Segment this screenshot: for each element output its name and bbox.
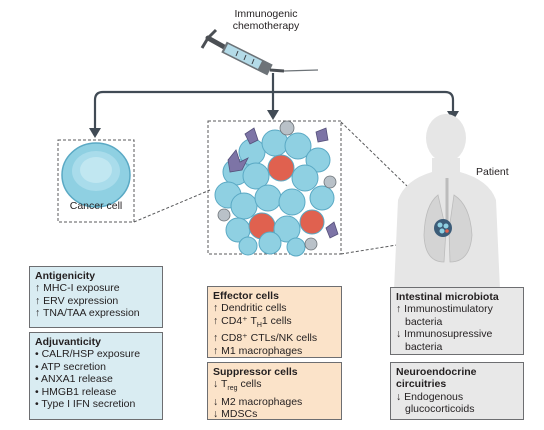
suppressor-item-treg: ↓ Treg cells bbox=[213, 378, 341, 396]
neuroendocrine-box: Neuroendocrine circuitries ↓ Endogenous … bbox=[390, 362, 524, 420]
microbiota-item-continued: bacteria bbox=[405, 340, 443, 353]
suppressor-item: ↓ MDSCs bbox=[213, 408, 258, 421]
cancer-cell-label: Cancer cell bbox=[69, 200, 123, 212]
effector-item-cd4: ↑ CD4⁺ TH1 cells bbox=[213, 315, 341, 333]
cancer-cell-illustration bbox=[57, 139, 135, 223]
title-line-1: Immunogenic bbox=[234, 8, 298, 20]
treg-prefix: ↓ T bbox=[213, 378, 228, 391]
suppressor-cells-box: Suppressor cells ↓ Treg cells ↓ M2 macro… bbox=[207, 362, 342, 420]
neuro-item-continued: glucocorticoids bbox=[405, 403, 475, 416]
cd4-suffix: 1 cells bbox=[261, 314, 292, 327]
antigenicity-item: ↑ ERV expression bbox=[35, 294, 119, 307]
microbiota-item: ↑ Immunostimulatory bbox=[396, 303, 493, 316]
branch-arrows bbox=[93, 73, 455, 130]
effector-heading: Effector cells bbox=[213, 290, 279, 302]
title-line-2: chemotherapy bbox=[232, 20, 300, 32]
tumor-microenvironment-illustration bbox=[207, 120, 342, 257]
suppressor-heading: Suppressor cells bbox=[213, 366, 298, 378]
microbiota-item-continued: bacteria bbox=[405, 315, 443, 328]
intestinal-microbiota-box: Intestinal microbiota ↑ Immunostimulator… bbox=[390, 287, 524, 355]
antigenicity-box: Antigenicity ↑ MHC-I exposure ↑ ERV expr… bbox=[29, 266, 163, 328]
adjuvanticity-box: Adjuvanticity • CALR/HSP exposure • ATP … bbox=[29, 332, 163, 420]
neuro-item: ↓ Endogenous bbox=[396, 390, 464, 403]
effector-cells-box: Effector cells ↑ Dendritic cells ↑ CD4⁺ … bbox=[207, 286, 342, 358]
adjuvanticity-item: • ATP secretion bbox=[35, 360, 106, 373]
cd4-subscript: H bbox=[256, 321, 262, 329]
neuro-heading-line-1: Neuroendocrine bbox=[396, 366, 477, 378]
antigenicity-heading: Antigenicity bbox=[35, 270, 96, 282]
effector-item: ↑ M1 macrophages bbox=[213, 344, 303, 357]
patient-label: Patient bbox=[476, 166, 509, 178]
neuro-heading-line-2: circuitries bbox=[396, 378, 447, 391]
antigenicity-item: ↑ TNA/TAA expression bbox=[35, 307, 140, 320]
suppressor-item: ↓ M2 macrophages bbox=[213, 395, 303, 408]
adjuvanticity-item: • Type I IFN secretion bbox=[35, 398, 136, 411]
adjuvanticity-item: • CALR/HSP exposure bbox=[35, 348, 141, 361]
microbiota-item: ↓ Immunosupressive bbox=[396, 328, 493, 341]
adjuvanticity-heading: Adjuvanticity bbox=[35, 336, 101, 348]
effector-item: ↑ CD8⁺ CTLs/NK cells bbox=[213, 332, 318, 345]
treg-suffix: cells bbox=[237, 378, 262, 391]
adjuvanticity-item: • HMGB1 release bbox=[35, 385, 117, 398]
treg-subscript: reg bbox=[227, 385, 238, 393]
syringe-icon bbox=[200, 28, 319, 76]
antigenicity-item: ↑ MHC-I exposure bbox=[35, 282, 120, 295]
adjuvanticity-item: • ANXA1 release bbox=[35, 373, 113, 386]
zoom-connectors bbox=[133, 121, 441, 255]
patient-silhouette bbox=[394, 114, 500, 290]
cd4-prefix: ↑ CD4⁺ T bbox=[213, 314, 257, 327]
effector-item: ↑ Dendritic cells bbox=[213, 302, 287, 315]
microbiota-heading: Intestinal microbiota bbox=[396, 291, 499, 303]
